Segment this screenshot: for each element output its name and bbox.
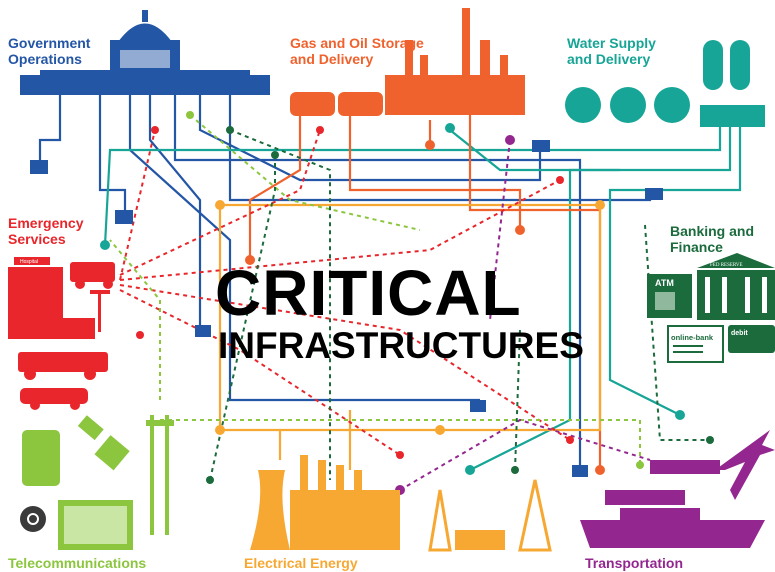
emergency-label-line2: Services [8, 231, 66, 247]
fed-reserve-text: FED RESERVE [710, 263, 743, 268]
hospital-text: Hospital [20, 259, 38, 265]
train-icon [605, 490, 685, 505]
title-line2: INFRASTRUCTURES [218, 325, 584, 366]
fed-reserve-building-icon: FED RESERVE [697, 253, 775, 320]
government-label-line2: Operations [8, 51, 82, 67]
police-car-icon [20, 388, 88, 410]
water-label-line2: and Delivery [567, 51, 650, 67]
atm-text: ATM [655, 278, 674, 288]
emergency-label-line1: Emergency [8, 215, 84, 231]
government-label-line1: Government [8, 35, 91, 51]
gas-oil-label-line2: and Delivery [290, 51, 373, 67]
cell-tower-icon [146, 415, 174, 535]
banking-label-line1: Banking and [670, 223, 754, 239]
truck-icon [650, 460, 720, 474]
water-treatment-icon [565, 40, 765, 127]
water-label-line1: Water Supply [567, 35, 656, 51]
oil-refinery-icon [290, 8, 525, 116]
airplane-icon [715, 430, 775, 500]
hospital-icon: Hospital [8, 257, 95, 339]
debit-text: debit [731, 330, 748, 337]
online-bank-icon: online-bank [667, 325, 724, 363]
gas-oil-label-line1: Gas and Oil Storage [290, 35, 424, 51]
fire-truck-icon [18, 352, 108, 380]
transport-label: Transportation [585, 555, 683, 571]
government-capitol-icon [20, 10, 270, 95]
ship-icon [580, 520, 765, 548]
image-search-lens-button[interactable] [20, 506, 46, 532]
energy-label: Electrical Energy [244, 555, 358, 571]
telecom-icons [22, 415, 174, 550]
debit-card-icon: debit [728, 325, 775, 353]
power-plant-icon [250, 455, 552, 552]
banking-label-line2: Finance [670, 239, 723, 255]
connection-lines [38, 95, 742, 491]
ambulance-icon [70, 262, 115, 289]
tablet-icon [22, 430, 60, 486]
siren-pole-icon [90, 290, 110, 332]
transport-icons [580, 430, 775, 548]
atm-icon: ATM [647, 274, 692, 318]
satellite-icon [77, 415, 130, 471]
title-line1: CRITICAL [215, 257, 522, 329]
telecom-label: Telecommunications [8, 555, 146, 571]
online-bank-text: online-bank [671, 333, 714, 342]
